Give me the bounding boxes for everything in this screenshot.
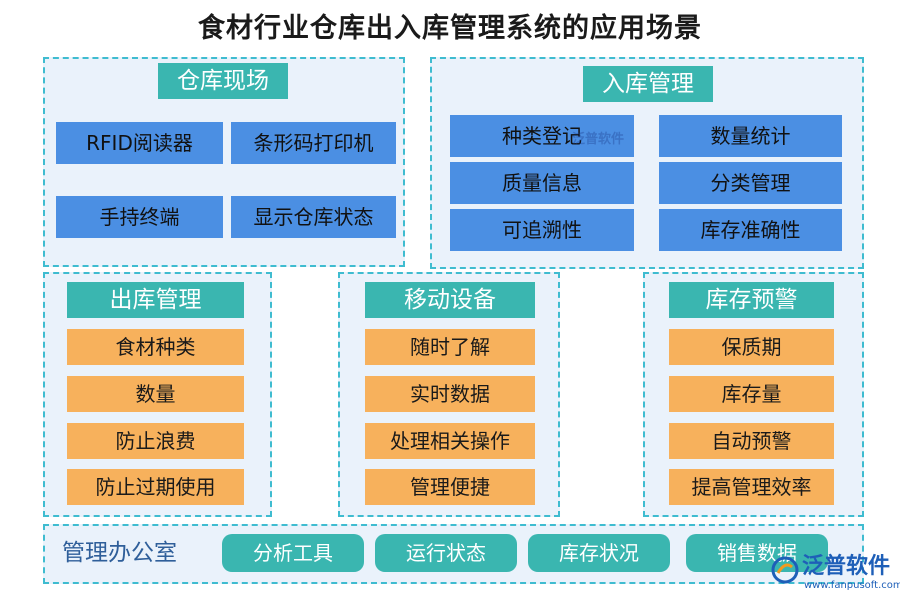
inbound-item-type-registration: 种类登记 bbox=[450, 115, 634, 157]
outbound-item-quantity: 数量 bbox=[67, 376, 244, 412]
office-item-running-status: 运行状态 bbox=[375, 534, 517, 572]
outbound-item-prevent-waste: 防止浪费 bbox=[67, 423, 244, 459]
panel-inventory-alert-title: 库存预警 bbox=[669, 282, 834, 318]
panel-inbound-title: 入库管理 bbox=[583, 66, 713, 102]
alert-item-stock-level: 库存量 bbox=[669, 376, 834, 412]
inbound-item-quantity-stats: 数量统计 bbox=[659, 115, 842, 157]
panel-mobile-title: 移动设备 bbox=[365, 282, 535, 318]
diagram-title: 食材行业仓库出入库管理系统的应用场景 bbox=[198, 13, 702, 44]
center-watermark: 泛普软件 bbox=[572, 132, 625, 147]
inbound-item-inventory-accuracy: 库存准确性 bbox=[659, 209, 842, 251]
brand-logo: 泛普软件 www.fanpusoft.com bbox=[770, 553, 900, 597]
inbound-item-traceability: 可追溯性 bbox=[450, 209, 634, 251]
warehouse-item-barcode-printer: 条形码打印机 bbox=[231, 122, 396, 164]
office-item-analysis-tools: 分析工具 bbox=[222, 534, 364, 572]
alert-item-shelf-life: 保质期 bbox=[669, 329, 834, 365]
mobile-item-realtime-data: 实时数据 bbox=[365, 376, 535, 412]
panel-warehouse-title: 仓库现场 bbox=[158, 63, 288, 99]
alert-item-improve-efficiency: 提高管理效率 bbox=[669, 469, 834, 505]
mobile-item-convenient-management: 管理便捷 bbox=[365, 469, 535, 505]
brand-logo-icon bbox=[771, 556, 799, 584]
office-label: 管理办公室 bbox=[62, 540, 177, 566]
outbound-item-food-type: 食材种类 bbox=[67, 329, 244, 365]
inbound-item-category-management: 分类管理 bbox=[659, 162, 842, 204]
alert-item-auto-alert: 自动预警 bbox=[669, 423, 834, 459]
mobile-item-anytime-info: 随时了解 bbox=[365, 329, 535, 365]
brand-logo-url: www.fanpusoft.com bbox=[804, 580, 900, 591]
warehouse-item-handheld-terminal: 手持终端 bbox=[56, 196, 223, 238]
panel-outbound-title: 出库管理 bbox=[67, 282, 244, 318]
office-item-inventory-status: 库存状况 bbox=[528, 534, 670, 572]
warehouse-item-rfid-reader: RFID阅读器 bbox=[56, 122, 223, 164]
mobile-item-handle-operations: 处理相关操作 bbox=[365, 423, 535, 459]
inbound-item-quality-info: 质量信息 bbox=[450, 162, 634, 204]
office-item-sales-data: 销售数据 bbox=[686, 534, 828, 572]
outbound-item-prevent-expired-use: 防止过期使用 bbox=[67, 469, 244, 505]
brand-logo-text: 泛普软件 bbox=[802, 554, 891, 579]
warehouse-item-display-status: 显示仓库状态 bbox=[231, 196, 396, 238]
